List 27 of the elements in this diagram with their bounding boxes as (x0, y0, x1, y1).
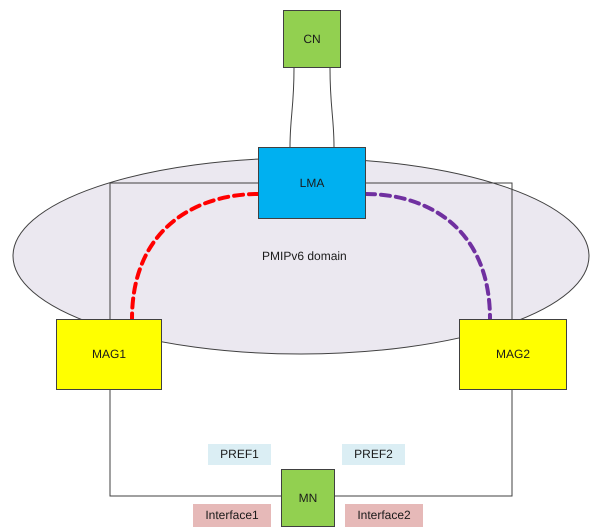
link-line (330, 68, 334, 148)
node-label: LMA (300, 176, 324, 190)
node-box (283, 10, 341, 68)
node-label: Interface1 (205, 508, 259, 523)
node-label: CN (303, 32, 321, 46)
tunnel-line (364, 192, 492, 321)
node-label: PREF1 (220, 447, 259, 462)
prefix-tag (342, 444, 405, 465)
node-label: MAG1 (92, 347, 126, 362)
link-line (290, 68, 294, 148)
node-label: MN (298, 490, 318, 506)
interface-tag (193, 504, 271, 527)
link-line (366, 182, 512, 320)
node-box (56, 319, 162, 390)
link-line (110, 390, 282, 496)
node-label: MAG2 (496, 347, 530, 362)
tunnel-line (130, 192, 260, 321)
node-label: Interface2 (357, 508, 411, 523)
node-box (258, 147, 366, 219)
prefix-tag (208, 444, 271, 465)
node-label: PREF2 (354, 447, 393, 462)
domain-label: PMIPv6 domain (262, 249, 347, 264)
link-line (334, 390, 512, 496)
node-box (459, 319, 567, 390)
interface-tag (345, 504, 423, 527)
node-box (281, 469, 335, 527)
link-line (110, 182, 258, 320)
